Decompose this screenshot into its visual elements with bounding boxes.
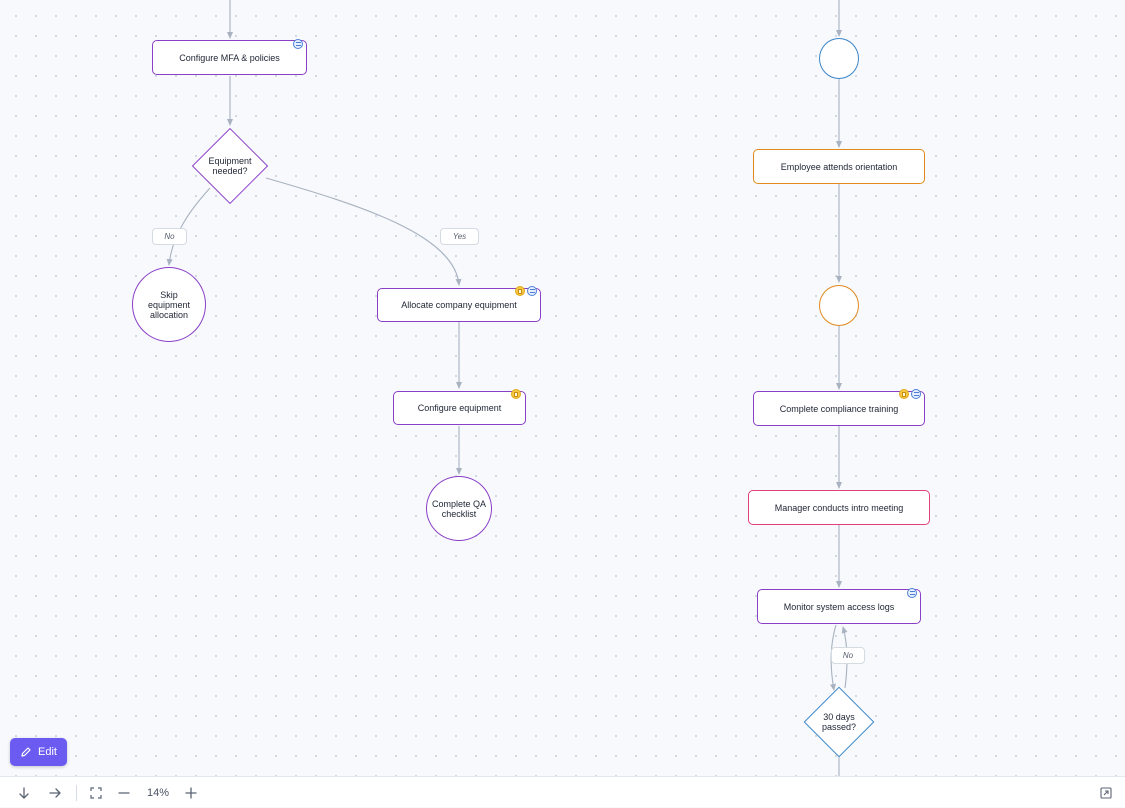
- fullscreen-button[interactable]: [1096, 777, 1116, 808]
- bottom-toolbar: 14%: [0, 776, 1125, 807]
- zoom-in-button[interactable]: [181, 777, 201, 808]
- node-label: Allocate company equipment: [401, 300, 517, 310]
- note-icon[interactable]: [293, 39, 303, 49]
- node-allocate-equipment[interactable]: Allocate company equipment: [377, 288, 541, 322]
- note-icon[interactable]: [907, 588, 917, 598]
- node-configure-equipment[interactable]: Configure equipment: [393, 391, 526, 425]
- node-skip-equipment[interactable]: Skip equipment allocation: [132, 267, 206, 342]
- node-label: Complete QA checklist: [431, 498, 487, 519]
- zoom-out-icon: [118, 791, 130, 794]
- edit-label: Edit: [38, 746, 57, 758]
- node-label: Monitor system access logs: [783, 601, 895, 612]
- node-thirty-days[interactable]: 30 days passed?: [803, 686, 875, 758]
- arrow-right-icon: [49, 787, 61, 798]
- node-label: Skip equipment allocation: [147, 289, 191, 320]
- edges-layer: [166, 0, 848, 776]
- zoom-level: 14%: [146, 786, 170, 799]
- edge-label-no-loop: No: [831, 647, 865, 664]
- edge-label-yes: Yes: [440, 228, 479, 245]
- node-compliance-training[interactable]: Complete compliance training: [753, 391, 925, 426]
- document-icon[interactable]: [511, 389, 521, 399]
- note-icon[interactable]: [911, 389, 921, 399]
- fit-screen-button[interactable]: [86, 777, 106, 808]
- node-configure-mfa[interactable]: Configure MFA & policies: [152, 40, 307, 75]
- node-monitor-logs[interactable]: Monitor system access logs: [757, 589, 921, 624]
- arrow-down-button[interactable]: [14, 777, 34, 808]
- edge-decision-yes: [265, 177, 462, 286]
- note-icon[interactable]: [527, 286, 537, 296]
- arrow-down-icon: [19, 786, 29, 799]
- node-label: Equipment needed?: [208, 156, 252, 176]
- fullscreen-icon: [1100, 786, 1112, 799]
- document-icon[interactable]: [899, 389, 909, 399]
- document-icon[interactable]: [515, 286, 525, 296]
- node-label: Configure MFA & policies: [179, 52, 280, 63]
- node-start-circle[interactable]: [819, 38, 859, 79]
- node-label: 30 days passed?: [821, 712, 857, 732]
- zoom-in-icon: [185, 786, 197, 799]
- node-mid-circle[interactable]: [819, 285, 859, 326]
- toolbar-divider: [76, 785, 77, 801]
- edge-decision-no: [166, 187, 211, 266]
- node-intro-meeting[interactable]: Manager conducts intro meeting: [748, 490, 930, 525]
- zoom-out-button[interactable]: [114, 777, 134, 808]
- pencil-icon: [21, 747, 31, 757]
- fit-screen-icon: [90, 786, 102, 799]
- node-orientation[interactable]: Employee attends orientation: [753, 149, 925, 184]
- node-label: Manager conducts intro meeting: [774, 502, 904, 513]
- edge-label-no: No: [152, 228, 187, 245]
- node-label: Configure equipment: [417, 403, 502, 413]
- diagram-canvas[interactable]: Configure MFA & policies Equipment neede…: [0, 0, 1125, 776]
- node-equipment-needed[interactable]: Equipment needed?: [191, 127, 269, 205]
- node-label: Complete compliance training: [779, 403, 899, 414]
- arrow-right-button[interactable]: [45, 777, 65, 808]
- node-label: Employee attends orientation: [780, 161, 898, 172]
- edit-button[interactable]: Edit: [10, 738, 67, 766]
- node-complete-qa[interactable]: Complete QA checklist: [426, 476, 492, 541]
